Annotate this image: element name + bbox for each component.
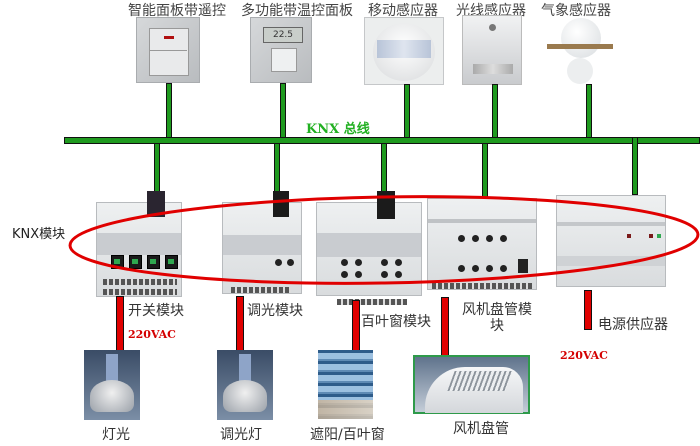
bus-drop-power-supply [632,137,638,195]
load-label-window-blind: 遮阳/百叶窗 [310,427,385,443]
thermostat-display: 22.5 [263,27,303,43]
module-label-blind: 百叶窗模块 [361,314,431,330]
module-label-power-supply: 电源供应器 [598,317,668,333]
power-wire-fancoil [441,297,449,357]
power-wire-power-supply [584,290,592,330]
smart-panel-remote-icon [136,17,200,83]
motion-sensor-icon [364,17,444,85]
bus-connector-icon [273,191,289,217]
sensor-label-thermostat-panel: 多功能带温控面板 [241,3,353,19]
module-label-switch: 开关模块 [128,303,184,319]
voltage-label-switch: 220VAC [128,328,176,341]
knx-bus-label: KNX 总线 [306,122,370,137]
load-label-lamp: 灯光 [102,427,130,443]
module-label-dimmer: 调光模块 [247,303,303,319]
thermostat-panel-icon: 22.5 [250,17,312,83]
voltage-label-power-supply: 220VAC [560,349,608,362]
knx-module-group-label: KNX模块 [12,227,66,242]
sensor-label-weather-sensor: 气象感应器 [541,3,611,19]
power-wire-dimmer [236,296,244,358]
weather-sensor-icon [543,18,618,84]
dimmable-lamp-icon [217,350,273,420]
blind-module-device [316,191,422,305]
fancoil-module-device [427,198,537,290]
sensor-label-motion-sensor: 移动感应器 [368,3,438,19]
fan-coil-unit-icon [413,355,530,414]
module-label-fancoil: 风机盘管模块 [462,302,532,334]
power-wire-blind [352,300,360,355]
pendant-lamp-icon [84,350,140,420]
sensor-label-smart-panel: 智能面板带遥控 [128,3,226,19]
bus-connector-icon [147,191,165,217]
window-blind-icon [318,350,373,419]
light-sensor-icon [462,15,522,85]
load-label-dimmable-lamp: 调光灯 [220,427,262,443]
load-label-fan-coil: 风机盘管 [453,421,509,437]
